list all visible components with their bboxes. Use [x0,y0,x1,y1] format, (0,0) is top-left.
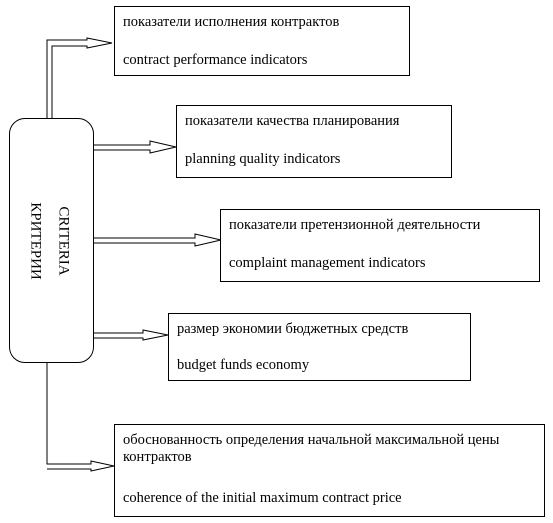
box-contract-performance: показатели исполнения контрактов contrac… [114,6,410,76]
box-label-ru: показатели качества планирования [185,113,400,129]
box-label-ru: размер экономии бюджетных средств [177,321,409,337]
box-label-en: contract performance indicators [123,52,308,68]
connector-box3 [94,233,222,247]
box-label-ru: показатели претензионной деятельности [229,217,481,233]
connector-box4 [94,329,169,341]
box-label-en: coherence of the initial maximum contrac… [123,490,402,506]
box-planning-quality: показатели качества планирования plannin… [176,105,452,178]
box-complaint-management: показатели претензионной деятельности co… [220,209,540,282]
criteria-block: КРИТЕРИИ CRITERIA [9,118,94,363]
box-budget-economy: размер экономии бюджетных средств budget… [168,313,471,381]
box-label-ru: показатели исполнения контрактов [123,14,340,30]
box-label-en: planning quality indicators [185,151,341,167]
box-label-en: budget funds economy [177,357,310,373]
box-label-en: complaint management indicators [229,255,426,271]
criteria-label-en: CRITERIA [55,206,72,276]
box-label-ru: обоснованность определения начальной мак… [123,432,500,465]
connector-box2 [94,140,177,154]
connector-box5 [46,363,115,472]
criteria-label-ru: КРИТЕРИИ [27,202,44,280]
box-initial-price: обоснованность определения начальной мак… [114,424,545,517]
connector-box1 [46,37,113,119]
